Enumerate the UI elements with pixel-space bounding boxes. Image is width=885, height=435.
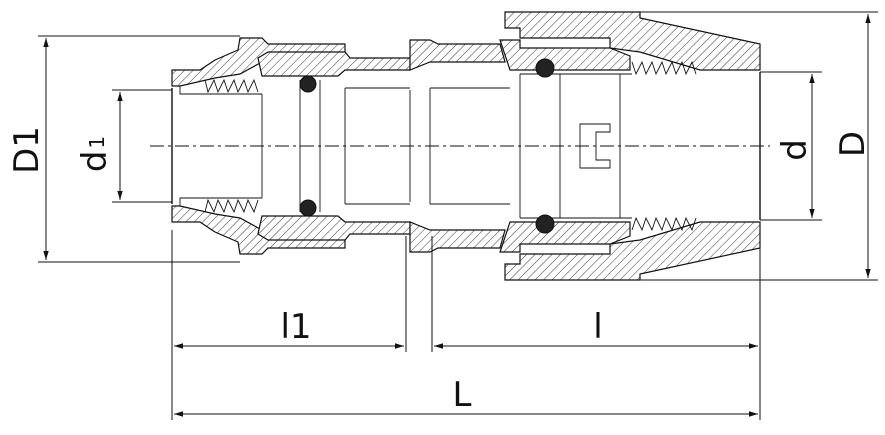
label-l: l [593, 307, 602, 347]
body-center [409, 39, 510, 253]
label-d: d [775, 139, 815, 161]
left-nut-lower [171, 205, 411, 255]
dim-l [431, 226, 761, 420]
label-d1: d1 [75, 136, 115, 172]
dim-l1 [171, 230, 407, 420]
left-nut-upper [171, 37, 411, 87]
label-l1: l1 [280, 307, 311, 347]
left-o-ring-upper [299, 75, 317, 93]
left-thread-upper [179, 78, 262, 95]
left-thread-lower [179, 197, 262, 214]
dim-d [760, 71, 822, 221]
right-bore [519, 72, 761, 220]
label-D1: D1 [7, 126, 47, 174]
dim-D [640, 11, 878, 281]
left-o-ring-lower [299, 199, 317, 217]
label-D: D [833, 131, 873, 157]
left-bore [171, 80, 410, 212]
right-o-ring-lower [535, 214, 555, 234]
right-nut-lower [499, 221, 761, 281]
dim-d1 [112, 89, 172, 203]
label-L: L [453, 375, 472, 415]
right-nut-upper [499, 11, 761, 71]
dim-D1 [38, 35, 240, 263]
label-d1-main: d [75, 151, 115, 173]
right-o-ring-upper [535, 58, 555, 78]
label-d1-sub: 1 [85, 136, 109, 149]
